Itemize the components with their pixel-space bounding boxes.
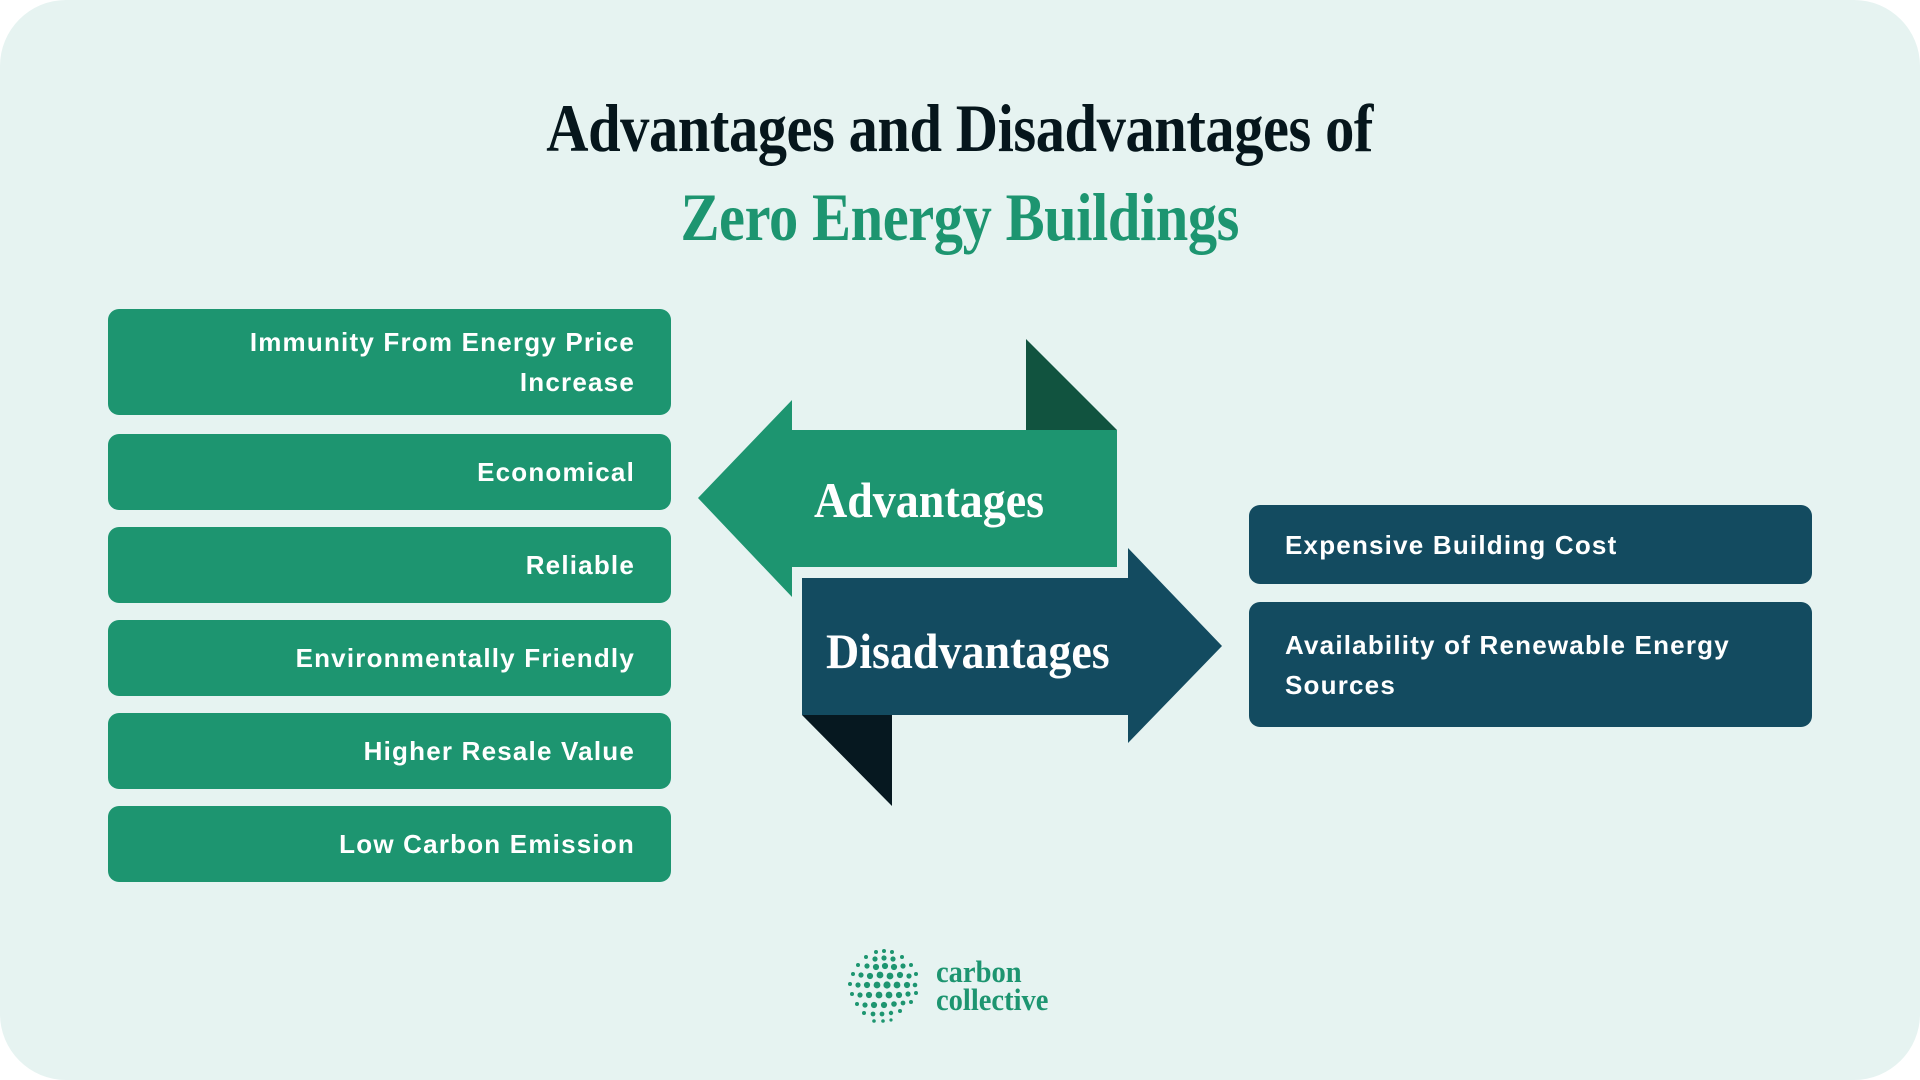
dot-sphere-icon — [848, 949, 918, 1023]
advantage-item: Reliable — [108, 527, 671, 603]
page-subtitle: Zero Energy Buildings — [680, 179, 1240, 255]
advantages-fold-triangle — [1026, 339, 1117, 430]
advantage-item: Low Carbon Emission — [108, 806, 671, 882]
advantage-item: Higher Resale Value — [108, 713, 671, 789]
advantages-arrow-label: Advantages — [814, 472, 1045, 528]
disadvantages-fold-triangle — [802, 715, 892, 806]
carbon-collective-logo: carbon collective — [846, 946, 1058, 1026]
disadvantages-arrow-right — [802, 548, 1222, 743]
advantages-arrow-left — [698, 400, 1117, 597]
logo-wordmark: carbon collective — [936, 954, 1049, 1017]
page-title: Advantages and Disadvantages of — [546, 90, 1374, 166]
advantage-item: Environmentally Friendly — [108, 620, 671, 696]
disadvantage-item: Expensive Building Cost — [1249, 505, 1812, 584]
disadvantages-arrow-label: Disadvantages — [826, 623, 1110, 679]
advantage-item: Economical — [108, 434, 671, 510]
